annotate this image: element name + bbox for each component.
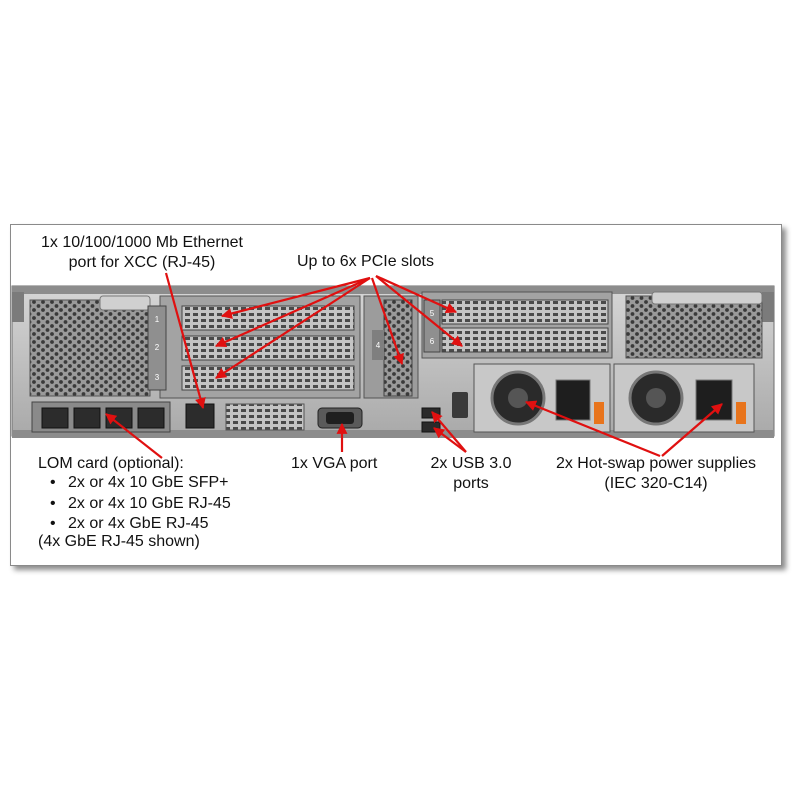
arrow-pcie-6 (375, 275, 463, 347)
psu-label-line1: 2x Hot-swap power supplies (555, 455, 757, 472)
lom-option-text: 2x or 4x GbE RJ-45 (68, 515, 209, 532)
left-vent-grille (29, 299, 151, 397)
riser-1-bracket (147, 305, 167, 391)
lom-port-4 (137, 407, 165, 429)
psu-label-line2: (IEC 320-C14) (604, 475, 708, 492)
psu-1-latch (594, 402, 604, 424)
lom-label-title: LOM card (optional): (38, 455, 184, 472)
xcc-label-line2: port for XCC (RJ-45) (68, 254, 216, 271)
psu-1-inlet (555, 379, 591, 421)
right-vent-grille (625, 295, 763, 359)
left-handle (99, 295, 151, 311)
arrow-psu-1 (524, 400, 661, 458)
lom-note: (4x GbE RJ-45 shown) (38, 533, 200, 550)
left-ear (12, 292, 24, 322)
bullet-icon: • (50, 494, 56, 512)
arrow-pcie-5 (375, 274, 458, 314)
slot-number-5: 5 (430, 309, 435, 318)
pcie-slot-6 (441, 327, 609, 353)
pcie-slot-4 (383, 299, 413, 397)
bullet-icon: • (50, 515, 56, 532)
slot-number-2: 2 (155, 343, 160, 352)
arrow-psu-2 (661, 403, 723, 457)
bullet-icon: • (50, 474, 56, 491)
usb-label-line1: 2x USB 3.0 (430, 455, 512, 472)
slot-number-6: 6 (430, 337, 435, 346)
arrow-pcie-4 (370, 277, 404, 366)
usb-port-2 (421, 421, 441, 433)
lom-option-item: • 2x or 4x 10 GbE RJ-45 (50, 494, 231, 515)
pcie-slot-5 (441, 299, 609, 325)
usb-label-line2: ports (453, 475, 489, 492)
chassis-bottom-rail (12, 430, 774, 438)
psu-label: 2x Hot-swap power supplies (IEC 320-C14) (540, 454, 772, 494)
vga-label: 1x VGA port (291, 455, 378, 472)
lom-option-item: • 2x or 4x GbE RJ-45 (50, 514, 231, 535)
arrow-pcie-3 (215, 277, 371, 379)
lom-option-text: 2x or 4x 10 GbE RJ-45 (68, 494, 231, 512)
right-ear (762, 292, 774, 322)
arrow-pcie-1 (220, 276, 371, 319)
arrow-usb-2 (433, 427, 467, 453)
pcie-slot-3 (181, 365, 355, 391)
pcie-slot-2 (181, 335, 355, 361)
callout-arrows (105, 272, 723, 459)
xcc-ethernet-port (185, 403, 215, 429)
pcie-slot-1 (181, 305, 355, 331)
lom-port-1 (41, 407, 69, 429)
arrow-usb-1 (431, 411, 467, 453)
slot-number-3: 3 (155, 373, 160, 382)
psu-2-fan-hub (646, 388, 666, 408)
pcie-label: Up to 6x PCIe slots (297, 253, 434, 270)
right-handle (651, 291, 763, 305)
lom-option-item: • 2x or 4x 10 GbE SFP+ (50, 473, 231, 494)
lom-port-2 (73, 407, 101, 429)
usb-label: 2x USB 3.0 ports (414, 454, 528, 494)
psu-2-inlet (695, 379, 733, 421)
usb-port-1 (421, 407, 441, 419)
rear-vent-strip (225, 403, 305, 431)
slot-number-4: 4 (376, 341, 381, 350)
arrow-xcc (164, 272, 206, 410)
arrow-lom (105, 413, 163, 459)
xcc-label-line1: 1x 10/100/1000 Mb Ethernet (41, 234, 243, 251)
riser-2-bracket (372, 330, 384, 360)
lom-options-list: • 2x or 4x 10 GbE SFP+ • 2x or 4x 10 GbE R… (50, 473, 231, 535)
psu-1-fan-hub (508, 388, 528, 408)
arrow-pcie-2 (214, 276, 371, 348)
lom-option-text: 2x or 4x 10 GbE SFP+ (68, 474, 229, 491)
vga-connector (326, 412, 354, 424)
id-button (452, 392, 468, 418)
xcc-label: 1x 10/100/1000 Mb Ethernet port for XCC … (22, 233, 262, 273)
psu-2-latch (736, 402, 746, 424)
slot-number-1: 1 (155, 315, 160, 324)
